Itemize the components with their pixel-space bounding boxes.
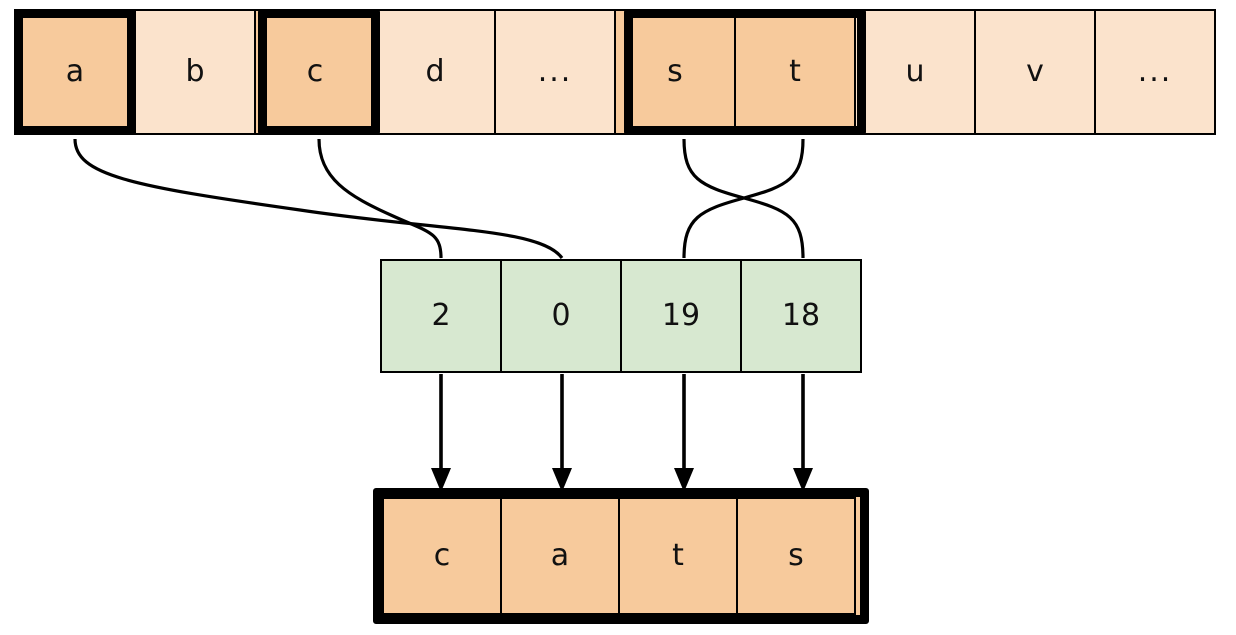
alphabet-strip: a b c d ... s t u v ... [14, 9, 1216, 135]
curve-a-to-0 [73, 138, 564, 260]
index-array: 2 0 19 18 [380, 259, 862, 373]
arrow-18-to-s [793, 374, 813, 492]
index-cell-0[interactable]: 2 [380, 259, 502, 373]
result-cell-s[interactable]: s [736, 497, 856, 615]
alphabet-cell-u[interactable]: u [854, 9, 976, 135]
alphabet-cell-c[interactable]: c [254, 9, 376, 135]
curve-s-to-18 [682, 138, 805, 259]
result-cell-t[interactable]: t [618, 497, 738, 615]
alphabet-cell-s[interactable]: s [614, 9, 736, 135]
alphabet-cell-a[interactable]: a [14, 9, 136, 135]
curve-t-to-19 [682, 138, 805, 259]
index-cell-3[interactable]: 18 [740, 259, 862, 373]
result-cell-a[interactable]: a [500, 497, 620, 615]
index-cell-2[interactable]: 19 [620, 259, 742, 373]
index-cell-1[interactable]: 0 [500, 259, 622, 373]
result-word: c a t s [382, 497, 856, 615]
curve-c-to-2 [317, 138, 443, 259]
alphabet-cell-b[interactable]: b [134, 9, 256, 135]
arrow-0-to-a [552, 374, 572, 492]
result-cell-c[interactable]: c [382, 497, 502, 615]
result-word-container: c a t s [373, 488, 869, 624]
arrow-19-to-t [674, 374, 694, 492]
alphabet-cell-t[interactable]: t [734, 9, 856, 135]
alphabet-cell-ellipsis-1: ... [494, 9, 616, 135]
alphabet-cell-d[interactable]: d [374, 9, 496, 135]
alphabet-cell-ellipsis-2: ... [1094, 9, 1216, 135]
alphabet-cell-v[interactable]: v [974, 9, 1096, 135]
arrow-2-to-c [431, 374, 451, 492]
